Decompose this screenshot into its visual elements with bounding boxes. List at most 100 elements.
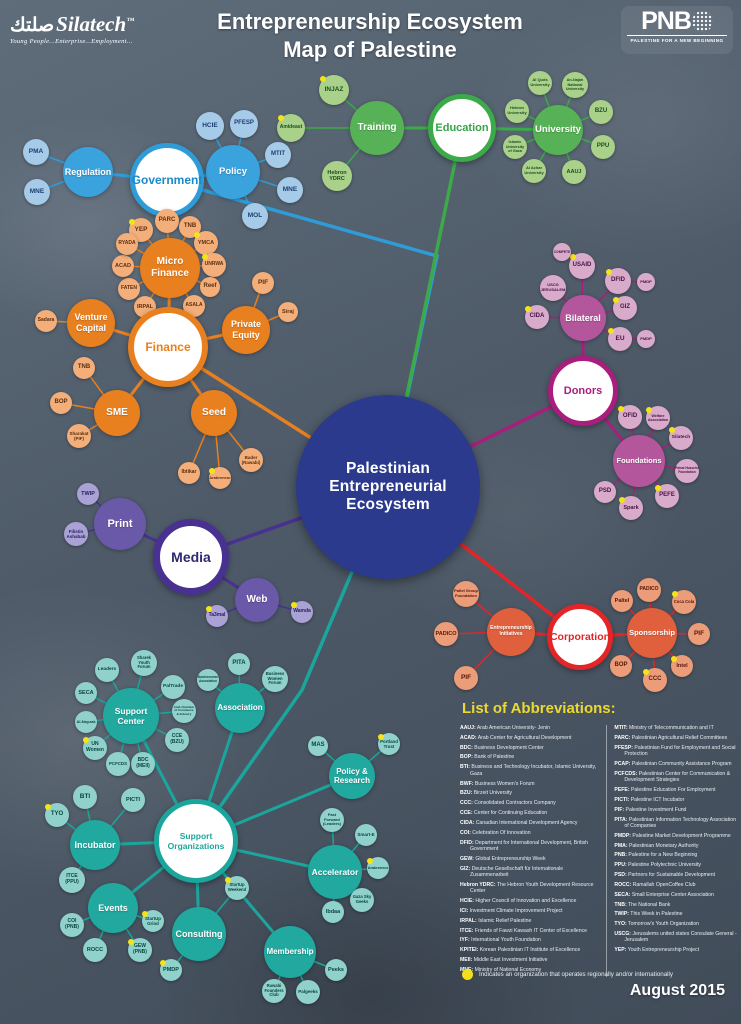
abbr-code: PNB: bbox=[614, 852, 627, 859]
node-paltel-group-foundation: Paltel Group Foundation bbox=[453, 581, 479, 607]
node-ccc: CCC bbox=[643, 668, 667, 692]
node-padico: PADICO bbox=[637, 578, 661, 602]
node-label: Amideast bbox=[279, 124, 303, 131]
node-ibdaa: Ibdaa bbox=[322, 901, 344, 923]
abbr-item: PNB: Palestine for a New Beginning bbox=[614, 852, 698, 859]
node-label: GIZ bbox=[620, 304, 630, 311]
node-print: Print bbox=[94, 498, 146, 550]
node-label: BOP bbox=[614, 662, 628, 669]
node-label: Filistin Ashabab bbox=[66, 528, 86, 539]
abbr-code: PPU: bbox=[614, 862, 627, 869]
abbr-code: TNB: bbox=[614, 901, 627, 908]
node-smart-e: Smart-E bbox=[355, 824, 377, 846]
node-pma: PMA bbox=[23, 139, 49, 165]
node-gew-pnb: GEW (PNB) bbox=[128, 938, 152, 962]
node-support-organizations: Support Organizations bbox=[154, 799, 238, 883]
publication-date: August 2015 bbox=[629, 982, 725, 999]
node-label: USCG JERUSALEM bbox=[540, 282, 566, 292]
abbr-item: SECA: Small Enterprise Center Associatio… bbox=[614, 891, 714, 898]
node-label: IRPAL bbox=[136, 303, 154, 310]
node-label: TNB bbox=[183, 223, 197, 230]
node-micro-finance: Micro Finance bbox=[140, 238, 200, 298]
node-faisal-husseini-foundation: Faisal Husseini Foundation bbox=[675, 459, 699, 483]
node-bti: BTI bbox=[73, 785, 97, 809]
node-hebron-university: Hebron University bbox=[505, 99, 529, 123]
globe-icon bbox=[691, 11, 713, 32]
node-paltel: Paltel bbox=[611, 590, 633, 612]
node-rocc: ROCC bbox=[83, 938, 107, 962]
abbr-code: USCG: bbox=[614, 931, 631, 938]
node-label: Faisal Husseini Foundation bbox=[675, 466, 699, 474]
abbr-code: BDC: bbox=[460, 744, 473, 751]
node-label: Policy & Research bbox=[333, 766, 371, 785]
abbr-code: MTIT: bbox=[614, 725, 628, 731]
node-picti: PICTI bbox=[121, 788, 145, 812]
node-label: PEFE bbox=[659, 492, 675, 499]
node-startup-weekend: StartUp Weekend bbox=[225, 876, 249, 900]
abbr-item: PCAP: Palestinian Community Assistance P… bbox=[614, 760, 732, 767]
node-bop: BOP bbox=[610, 655, 632, 677]
abbr-item: YEP: Youth Entrepreneurship Project bbox=[614, 947, 699, 954]
node-label: Accelerator bbox=[311, 866, 359, 877]
node-label: MOL bbox=[247, 212, 263, 220]
node-policy-research: Policy & Research bbox=[329, 753, 375, 799]
node-coi-pnb: COI (PNB) bbox=[60, 913, 84, 937]
node-label: PADICO bbox=[435, 630, 457, 637]
node-spark: Spark bbox=[619, 496, 643, 520]
abbr-item: KPITEI: Korean Palestinian IT Institute … bbox=[460, 947, 581, 954]
node-label: Entrepreneurship Initiatives bbox=[490, 625, 532, 637]
abbr-item: ITCE: Friends of Fawzi Kawash IT Center … bbox=[460, 927, 588, 934]
node-label: PMDP bbox=[163, 966, 179, 973]
node-ppu: PPU bbox=[591, 135, 615, 159]
node-label: PIF bbox=[460, 674, 472, 682]
node-pfesp: PFESP bbox=[230, 110, 258, 138]
node-ofid: OFID bbox=[618, 405, 642, 429]
node-label: Association bbox=[217, 703, 263, 713]
silatech-name: Silatech bbox=[56, 12, 127, 36]
node-label: TYO bbox=[50, 811, 64, 818]
node-label: YMCA bbox=[197, 239, 215, 246]
abbr-item: PPU: Palestine Polytechnic University bbox=[614, 862, 701, 869]
node-donors: Donors bbox=[548, 356, 618, 426]
node-venture-capital: Venture Capital bbox=[67, 299, 115, 347]
node-tnb: TNB bbox=[73, 357, 95, 379]
node-label: FATEN bbox=[120, 285, 138, 292]
node-label: Media bbox=[171, 548, 211, 565]
abbr-item: PITA: Palestinian Information Technology… bbox=[614, 816, 736, 829]
abbr-item: ICI: Investment Climate Improvement Proj… bbox=[460, 908, 563, 914]
node-label: University bbox=[535, 124, 581, 136]
node-unrwa: UNRWA bbox=[202, 253, 226, 277]
abbr-code: PMDP: bbox=[614, 832, 631, 839]
regional-indicator-dot bbox=[613, 296, 620, 303]
node-bop: BOP bbox=[50, 392, 72, 414]
abbr-item: CCE: Center for Continuing Education bbox=[460, 810, 548, 817]
abbr-code: PCAP: bbox=[614, 760, 631, 767]
node-palestinian-entrepreneurial-ecosystem: Palestinian Entrepreneurial Ecosystem bbox=[296, 395, 480, 579]
node-label: CCE (BZU) bbox=[170, 733, 184, 745]
node-university: University bbox=[533, 105, 583, 155]
abbr-item: IYF: International Youth Foundation bbox=[460, 937, 541, 944]
node-label: ACAD bbox=[115, 262, 131, 269]
node-ta3mal: Ta3mal bbox=[206, 605, 228, 627]
node-sme: SME bbox=[94, 390, 140, 436]
node-dfid: DFID bbox=[605, 268, 631, 294]
abbr-item: BWF: Business Women's Forum bbox=[460, 780, 535, 787]
node-pif: PIF bbox=[688, 623, 710, 645]
node-business-women-forum: Business Women Forum bbox=[262, 666, 288, 692]
node-label: Intel bbox=[676, 662, 688, 669]
node-label: Foundations bbox=[616, 455, 662, 465]
pnb-tagline: PALESTINE FOR A NEW BEGINNING bbox=[630, 38, 724, 43]
node-label: YEP bbox=[134, 226, 148, 234]
node-label: Reef bbox=[203, 283, 217, 290]
abbr-code: PITA: bbox=[614, 816, 628, 823]
abbr-code: ITCE: bbox=[460, 927, 474, 934]
abbr-item: CIDA: Canadian International Development… bbox=[460, 819, 578, 826]
node-label: CCC bbox=[648, 676, 662, 683]
regional-indicator-dot bbox=[378, 733, 385, 740]
abbr-code: BTI: bbox=[460, 764, 470, 771]
node-label: Arabreneur bbox=[209, 474, 231, 480]
node-psd: PSD bbox=[594, 481, 616, 503]
node-mne: MNE bbox=[277, 177, 303, 203]
